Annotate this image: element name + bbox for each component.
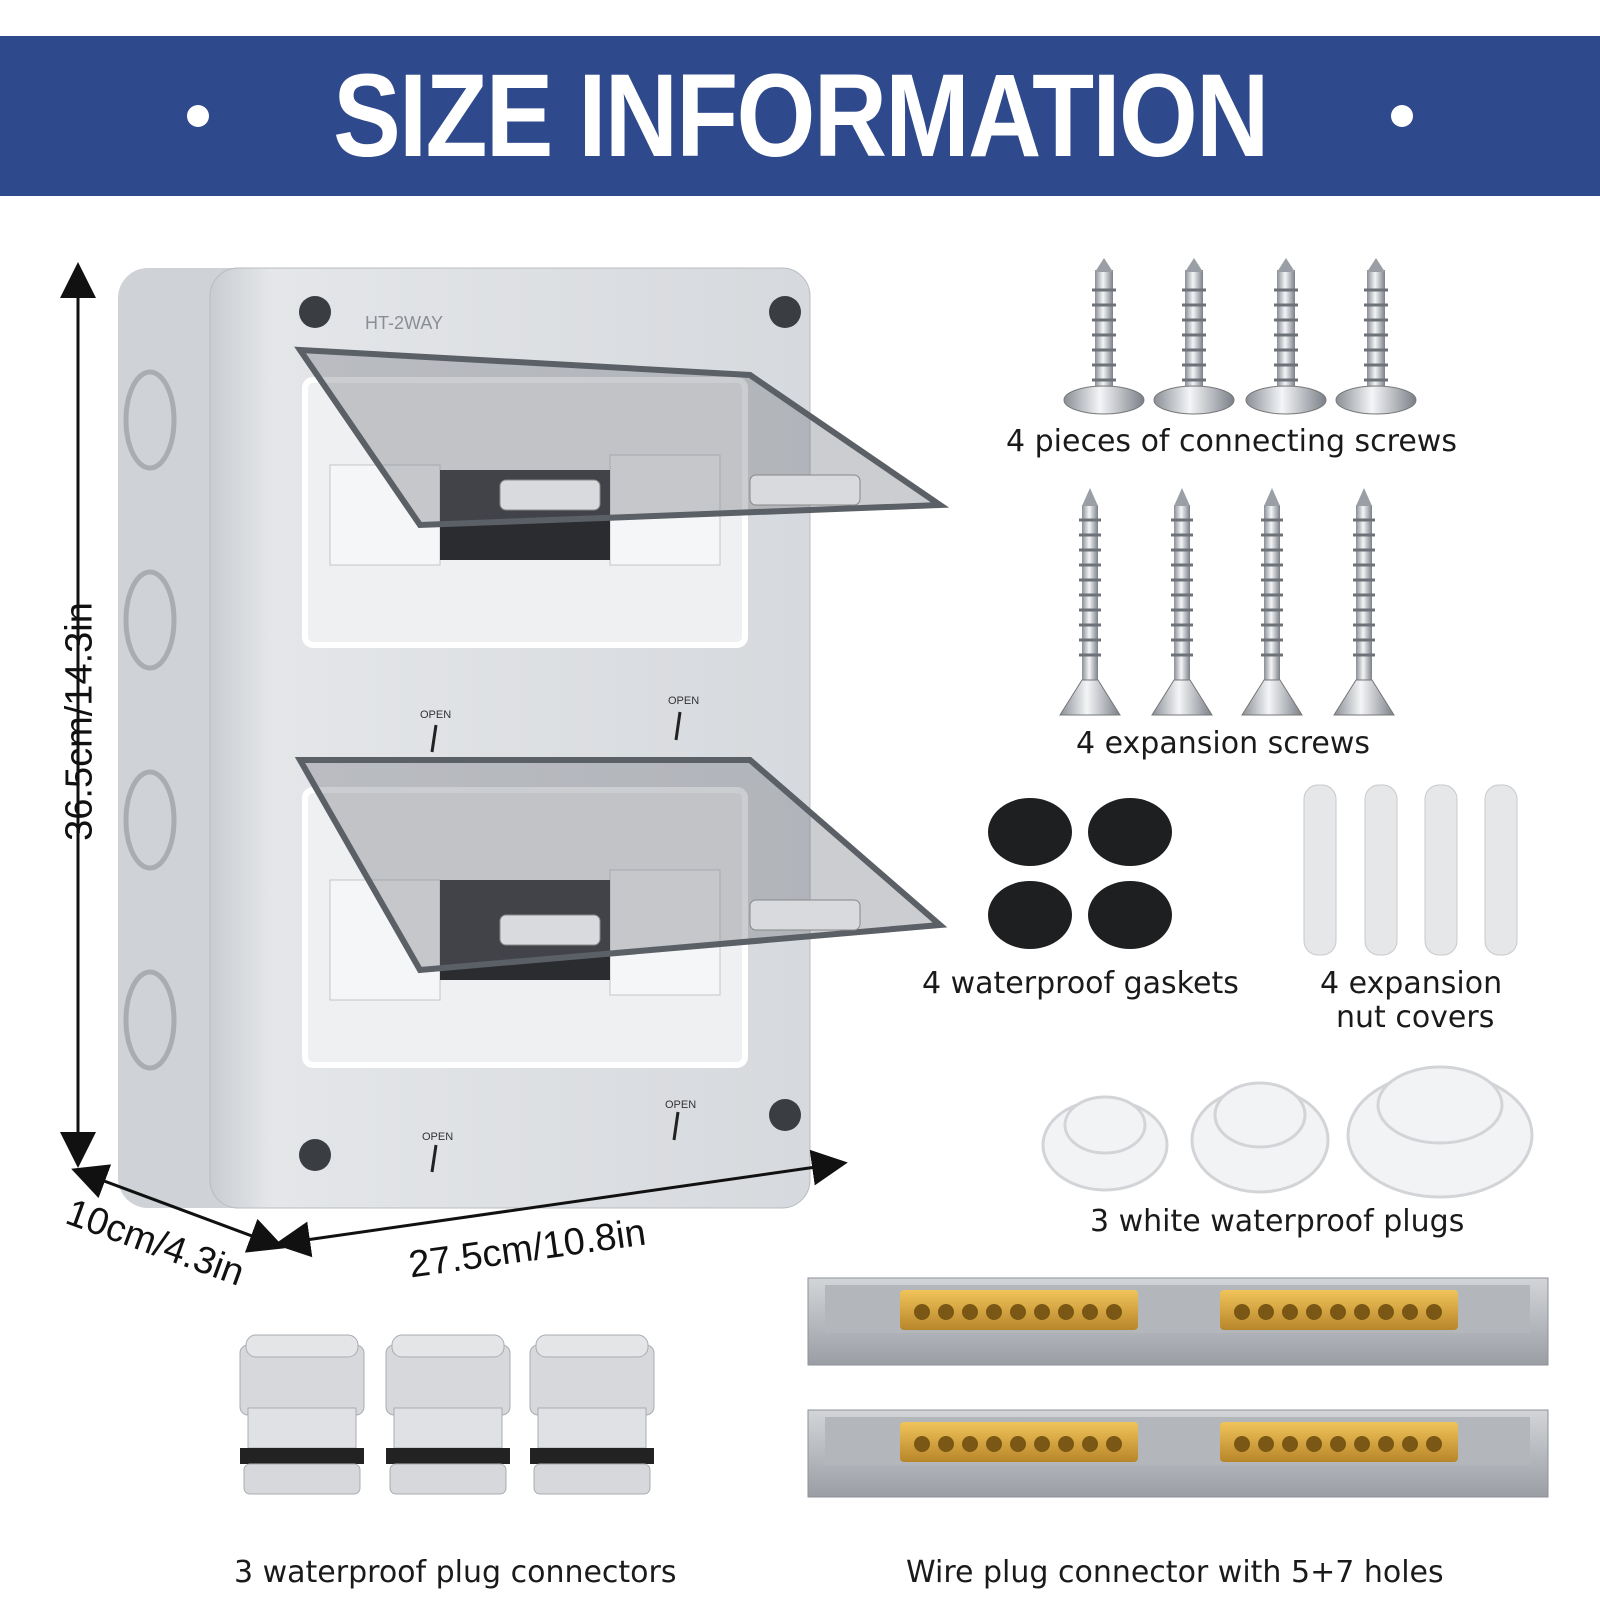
expansion-screws-image (1059, 486, 1396, 717)
open-label-4: OPEN (665, 1099, 696, 1111)
plug-connectors-image (239, 1334, 655, 1495)
nut-covers-image (1303, 784, 1518, 956)
connecting-screws-image (1063, 256, 1418, 416)
width-arrow (274, 1149, 848, 1258)
gaskets-image (988, 798, 1172, 949)
nut-covers-label-line1: 4 expansion (1320, 966, 1503, 1001)
expansion-screws-label: 4 expansion screws (1076, 726, 1371, 761)
wire-connectors-image (807, 1277, 1549, 1498)
title-banner: SIZE INFORMATION (0, 36, 1600, 196)
gaskets-label: 4 waterproof gaskets (922, 966, 1239, 1001)
white-plugs-label: 3 white waterproof plugs (1090, 1204, 1465, 1239)
bullet-dot-right (1391, 105, 1414, 127)
height-dimension-label: 36.5cm/14.3in (58, 602, 101, 841)
wire-connector-label: Wire plug connector with 5+7 holes (906, 1555, 1444, 1590)
bullet-dot-left (186, 105, 209, 127)
connecting-screws-label: 4 pieces of connecting screws (1006, 424, 1457, 459)
open-label-2: OPEN (668, 695, 699, 707)
page-title: SIZE INFORMATION (332, 50, 1269, 182)
white-plugs-image (1041, 1065, 1534, 1199)
open-label-3: OPEN (422, 1131, 453, 1143)
depth-arrow (71, 1164, 285, 1253)
model-label: HT-2WAY (365, 313, 443, 333)
distribution-box (118, 267, 950, 1209)
nut-covers-label-line2: nut covers (1336, 1000, 1495, 1035)
open-label-1: OPEN (420, 709, 451, 721)
plug-connectors-label: 3 waterproof plug connectors (234, 1555, 677, 1590)
